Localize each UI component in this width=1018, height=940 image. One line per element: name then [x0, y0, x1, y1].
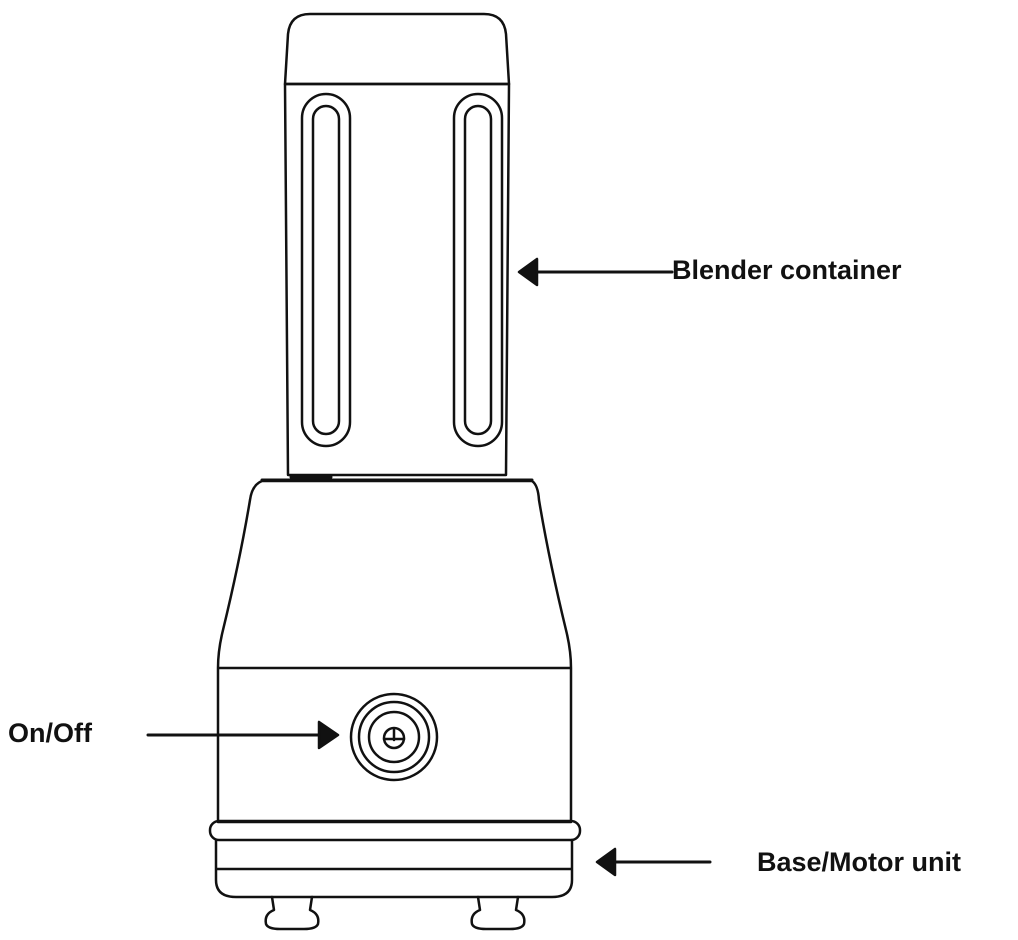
base-foot-right: [470, 895, 526, 931]
power-button-mid-ring[interactable]: [357, 700, 431, 774]
arrow-container-head: [517, 257, 539, 287]
label-blender-container: Blender container: [672, 255, 902, 285]
power-button[interactable]: [349, 692, 439, 782]
arrow-base-head: [595, 847, 617, 877]
arrow-onoff: [146, 720, 340, 750]
power-button-inner-ring[interactable]: [367, 710, 421, 764]
container-jar: [283, 82, 511, 477]
base-motor-unit: [208, 479, 582, 931]
container-window-right-inner: [463, 104, 493, 436]
arrow-onoff-head: [317, 720, 340, 750]
container-lid: [283, 12, 511, 86]
arrow-base: [595, 847, 712, 877]
arrow-container: [517, 257, 674, 287]
base-bottom: [214, 838, 574, 899]
blender-container: [260, 12, 534, 482]
power-icon: [382, 726, 406, 750]
container-window-left-inner: [311, 104, 341, 436]
container-window-right: [452, 92, 504, 448]
base-trim-band: [208, 819, 582, 842]
container-window-left: [300, 92, 352, 448]
label-base-motor-unit: Base/Motor unit: [757, 847, 962, 877]
base-foot-left: [264, 895, 320, 931]
label-on-off: On/Off: [8, 718, 92, 748]
power-button-outer-ring[interactable]: [349, 692, 439, 782]
